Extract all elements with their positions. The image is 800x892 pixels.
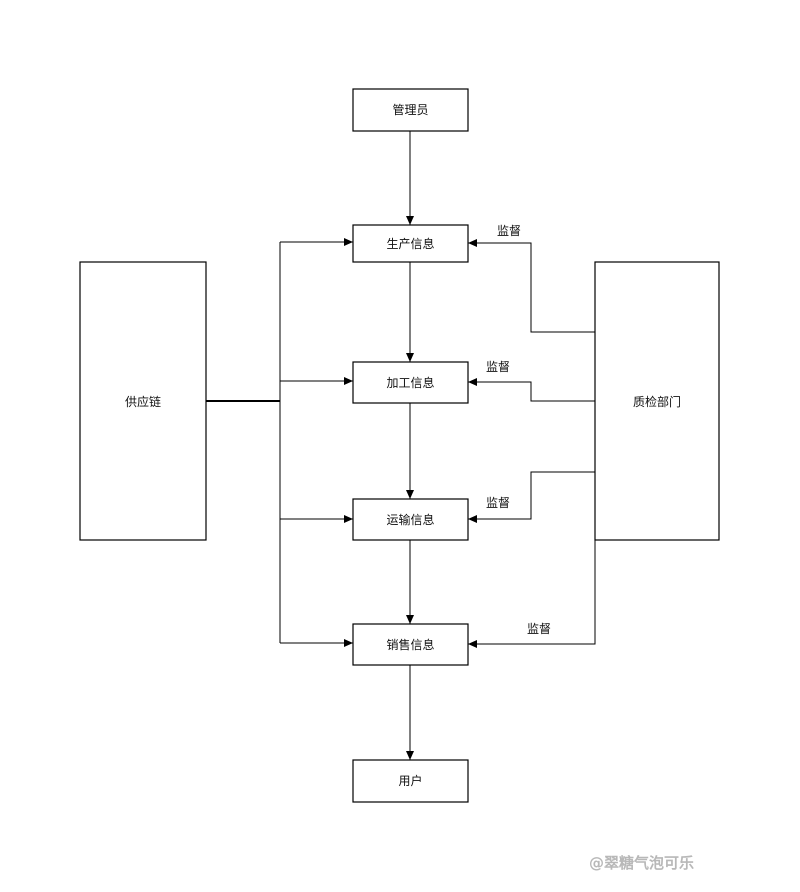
watermark-text: @翠糖气泡可乐 <box>589 854 694 872</box>
edge-label-supervise-4: 监督 <box>527 621 551 636</box>
edge-quality-production <box>468 239 595 333</box>
node-processing: 加工信息 <box>352 361 469 404</box>
edge-quality-processing <box>468 378 595 402</box>
node-supply-chain: 供应链 <box>79 261 207 541</box>
edge-label-supervise-1: 监督 <box>497 223 521 238</box>
node-transport: 运输信息 <box>352 498 469 541</box>
node-user: 用户 <box>352 759 469 803</box>
edge-quality-transport <box>468 471 595 523</box>
node-processing-label: 加工信息 <box>386 375 434 390</box>
node-production: 生产信息 <box>352 224 469 263</box>
node-sales: 销售信息 <box>352 623 469 666</box>
node-admin: 管理员 <box>352 88 469 132</box>
edge-label-supervise-3: 监督 <box>486 495 510 510</box>
edge-label-supervise-2: 监督 <box>486 359 510 374</box>
node-supply-chain-label: 供应链 <box>125 394 161 409</box>
edge-quality-sales <box>468 540 596 648</box>
node-quality-dept-label: 质检部门 <box>633 394 681 409</box>
node-user-label: 用户 <box>398 773 422 788</box>
node-admin-label: 管理员 <box>392 102 428 117</box>
node-transport-label: 运输信息 <box>386 512 434 527</box>
node-production-label: 生产信息 <box>386 236 434 251</box>
node-quality-dept: 质检部门 <box>594 261 720 541</box>
node-sales-label: 销售信息 <box>386 637 434 652</box>
